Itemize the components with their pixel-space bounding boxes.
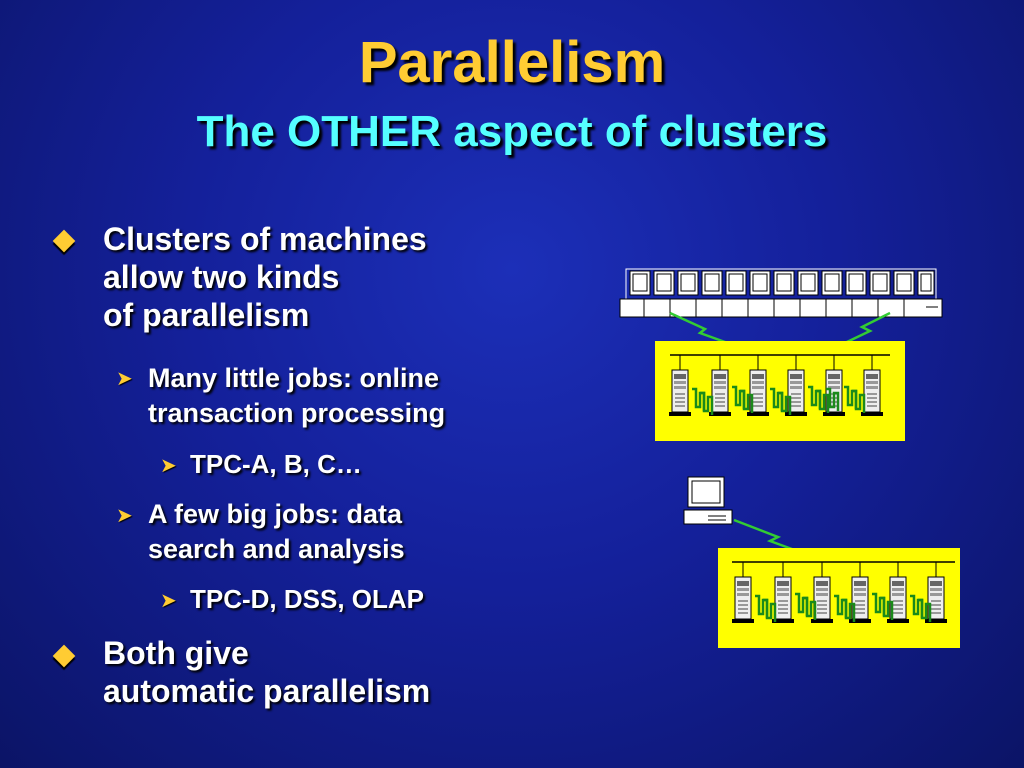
bullet-line: search and analysis bbox=[148, 534, 405, 564]
diamond-bullet-icon bbox=[52, 229, 76, 253]
slide-subtitle: The OTHER aspect of clusters bbox=[196, 107, 828, 156]
sub-bullet-big-jobs: A few big jobs: data search and analysis bbox=[148, 497, 405, 567]
cluster-panel-oltp bbox=[655, 341, 905, 441]
chevron-right-icon: ➤ bbox=[160, 455, 177, 477]
bullet-line: Clusters of machines bbox=[103, 221, 427, 257]
slide-title: Parallelism bbox=[358, 30, 666, 95]
bullet-line: of parallelism bbox=[103, 297, 310, 333]
bullet-line: Both give bbox=[103, 635, 249, 671]
chevron-right-icon: ➤ bbox=[160, 590, 177, 612]
chevron-right-icon: ➤ bbox=[116, 368, 133, 390]
cluster-panel-dss bbox=[718, 548, 960, 648]
bullet-both-give: Both give automatic parallelism bbox=[103, 634, 430, 710]
bullet-line: automatic parallelism bbox=[103, 673, 431, 709]
computer-terminal-icon bbox=[683, 476, 733, 525]
bullet-clusters: Clusters of machines allow two kinds of … bbox=[103, 220, 427, 334]
diamond-bullet-icon bbox=[52, 644, 76, 668]
computer-terminal-icon bbox=[629, 270, 935, 296]
chevron-right-icon: ➤ bbox=[116, 505, 133, 527]
bullet-line: Many little jobs: online bbox=[148, 363, 440, 393]
bullet-line: allow two kinds bbox=[103, 259, 340, 295]
cluster-diagram bbox=[619, 268, 960, 648]
bullet-line: transaction processing bbox=[148, 398, 446, 428]
sub-bullet-little-jobs: Many little jobs: online transaction pro… bbox=[148, 361, 445, 431]
terminal-row bbox=[619, 268, 943, 318]
bullet-line: A few big jobs: data bbox=[148, 499, 403, 529]
sub-sub-bullet-tpc-a: TPC-A, B, C… bbox=[190, 449, 362, 479]
sub-sub-bullet-tpc-d: TPC-D, DSS, OLAP bbox=[190, 584, 425, 614]
